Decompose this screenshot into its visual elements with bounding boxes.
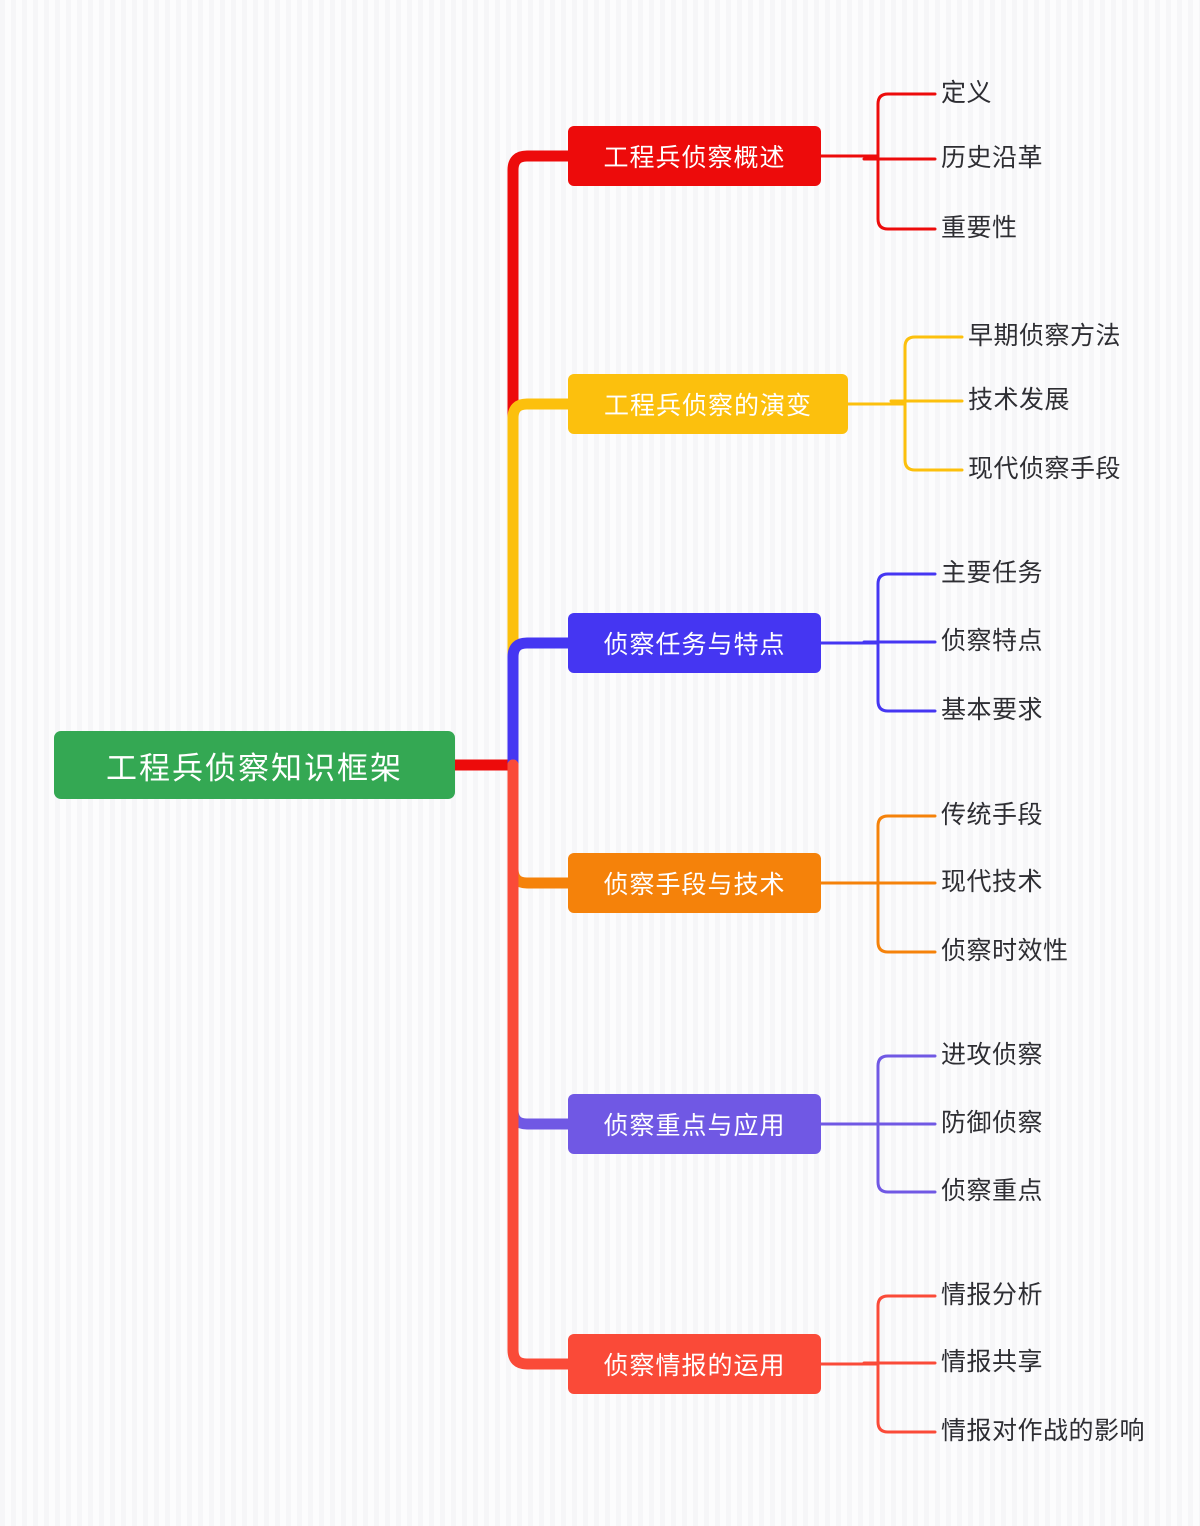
- leaf-tasks-1[interactable]: 侦察特点: [941, 627, 1044, 655]
- trunk-methods: [507, 759, 574, 889]
- leaf-intelligence-2[interactable]: 情报对作战的影响: [941, 1417, 1146, 1445]
- leaf-intelligence-1[interactable]: 情报共享: [941, 1348, 1044, 1376]
- leaf-focus-0[interactable]: 进攻侦察: [941, 1041, 1044, 1069]
- leaf-methods-2[interactable]: 侦察时效性: [941, 937, 1069, 965]
- root-node[interactable]: 工程兵侦察知识框架: [54, 731, 455, 799]
- trunk-overview: [507, 150, 574, 771]
- leaf-focus-2[interactable]: 侦察重点: [941, 1177, 1044, 1205]
- leaf-bar-focus: [876, 1054, 937, 1194]
- leaf-overview-1[interactable]: 历史沿革: [941, 144, 1044, 172]
- trunk-focus: [507, 759, 574, 1130]
- branch-node-methods[interactable]: 侦察手段与技术: [568, 853, 821, 913]
- leaf-bar-methods: [876, 814, 937, 954]
- branch-node-focus[interactable]: 侦察重点与应用: [568, 1094, 821, 1154]
- leaf-focus-1[interactable]: 防御侦察: [941, 1109, 1044, 1137]
- leaf-methods-1[interactable]: 现代技术: [941, 868, 1044, 896]
- leaf-overview-0[interactable]: 定义: [941, 79, 993, 107]
- leaf-bar-overview: [876, 92, 937, 231]
- branch-node-overview[interactable]: 工程兵侦察概述: [568, 126, 821, 186]
- leaf-evolution-2[interactable]: 现代侦察手段: [968, 455, 1122, 483]
- trunk-intelligence: [507, 759, 574, 1370]
- leaf-methods-0[interactable]: 传统手段: [941, 801, 1044, 829]
- leaf-overview-2[interactable]: 重要性: [941, 214, 1018, 242]
- trunk-evolution: [507, 398, 574, 771]
- branch-node-intelligence[interactable]: 侦察情报的运用: [568, 1334, 821, 1394]
- leaf-tasks-2[interactable]: 基本要求: [941, 696, 1044, 724]
- leaf-tasks-0[interactable]: 主要任务: [941, 559, 1044, 587]
- branch-node-tasks[interactable]: 侦察任务与特点: [568, 613, 821, 673]
- trunk-tasks: [507, 637, 574, 771]
- leaf-intelligence-0[interactable]: 情报分析: [941, 1281, 1044, 1309]
- leaf-evolution-0[interactable]: 早期侦察方法: [968, 322, 1122, 350]
- leaf-bar-evolution: [903, 335, 964, 472]
- leaf-bar-tasks: [876, 572, 937, 713]
- leaf-bar-intelligence: [876, 1294, 937, 1434]
- branch-node-evolution[interactable]: 工程兵侦察的演变: [568, 374, 848, 434]
- leaf-evolution-1[interactable]: 技术发展: [968, 386, 1071, 414]
